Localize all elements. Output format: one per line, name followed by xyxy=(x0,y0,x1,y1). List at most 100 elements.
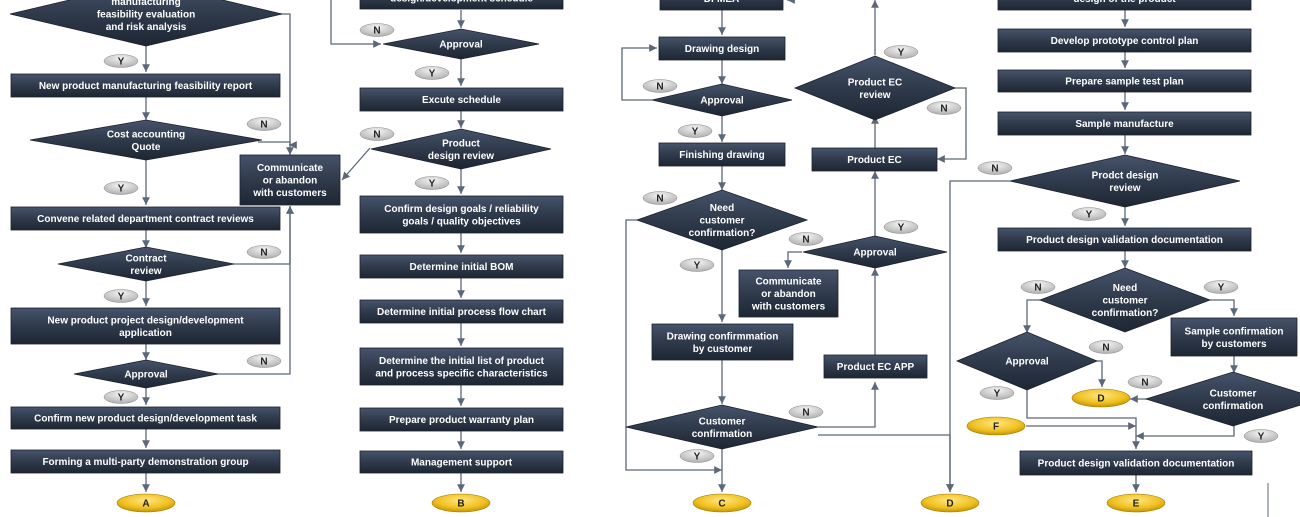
badge-y-c3-1: Y xyxy=(677,124,713,138)
manufacture-box-shape xyxy=(997,111,1252,136)
flow-chart-box-shape xyxy=(359,299,564,324)
badge-n-c2-1-shape xyxy=(359,23,395,37)
approval-diamond-4: Approval xyxy=(802,235,948,269)
badge-n-c3-2-text: N xyxy=(656,194,663,205)
badge-y-c5-1-text: Y xyxy=(1086,210,1093,221)
approval-diamond-3-shape xyxy=(651,83,793,117)
badge-y-c4-1-text: Y xyxy=(898,48,905,59)
badge-y-c1-3-text: Y xyxy=(118,292,125,303)
ec-app-box-text: Product EC APP xyxy=(837,362,915,373)
contract-reviews-box: Convene related department contract revi… xyxy=(10,206,281,231)
c5-l7 xyxy=(1023,299,1042,333)
badge-n-c5-4: N xyxy=(1127,375,1163,389)
communicate-box-2-text: with customers xyxy=(751,302,826,313)
badge-y-c1-4: Y xyxy=(103,390,139,404)
contract-review-diamond-text: review xyxy=(130,266,161,277)
validation-doc-box-2: Product design validation documentation xyxy=(1019,450,1253,476)
badge-n-c3-2: N xyxy=(642,191,678,205)
badge-n-c5-2-text: N xyxy=(1034,283,1041,294)
badge-n-c5-1: N xyxy=(977,161,1013,175)
end-b: B xyxy=(431,493,491,513)
c4-n2 xyxy=(818,434,954,492)
design-top-box: design of the product xyxy=(997,0,1252,11)
c4-n1 xyxy=(937,87,967,163)
ec-review-diamond-text: Product EC xyxy=(848,77,902,88)
badge-y-c1-4-text: Y xyxy=(118,393,125,404)
badge-y-c5-2-text: Y xyxy=(1218,283,1225,294)
ec-box: Product EC xyxy=(811,147,938,172)
warranty-box: Prepare product warranty plan xyxy=(359,407,564,432)
customer-confirm-diamond-5-shape xyxy=(1144,371,1300,427)
approval-diamond-2-text: Approval xyxy=(439,40,483,51)
badge-n-c5-3-shape xyxy=(1088,340,1124,354)
approval-diamond-1: Approval xyxy=(73,359,219,389)
c1-n4 xyxy=(216,206,294,375)
c1-n2 xyxy=(258,141,294,155)
validation-doc-box-1: Product design validation documentation xyxy=(997,227,1252,252)
badge-y-c2-2: Y xyxy=(414,176,450,190)
communicate-box-1-text: Communicate xyxy=(257,163,324,174)
manufacture-box: Sample manufacture xyxy=(997,111,1252,136)
drawing-design-box-text: Drawing design xyxy=(685,44,759,55)
project-app-box-text: application xyxy=(119,328,172,339)
approval-diamond-4-text: Approval xyxy=(853,248,897,259)
badge-y-c3-1-text: Y xyxy=(692,127,699,138)
badge-y-c5-4-shape xyxy=(1243,429,1279,443)
badge-n-c2-1: N xyxy=(359,23,395,37)
badge-n-c1-2-text: N xyxy=(260,248,267,259)
ec-review-diamond-text: review xyxy=(859,90,890,101)
approval-diamond-2: Approval xyxy=(382,28,540,60)
test-plan-box-text: Prepare sample test plan xyxy=(1065,77,1183,88)
sample-confirm-box-text: Sample confirmation xyxy=(1185,326,1284,337)
design-review-diamond-5-shape xyxy=(1009,154,1241,208)
confirm-goals-box-text: goals / quality objectives xyxy=(402,216,521,227)
badge-y-c5-1: Y xyxy=(1071,207,1107,221)
characteristics-box-shape xyxy=(359,347,564,386)
connector-d-shape xyxy=(1071,388,1131,408)
support-box-shape xyxy=(359,450,564,474)
badge-n-c1-2: N xyxy=(246,245,282,259)
demo-group-box-text: Forming a multi-party demonstration grou… xyxy=(42,457,248,468)
need-confirm-diamond-3-text: Need xyxy=(710,203,734,214)
connector-lines xyxy=(142,0,1238,492)
design-review-diamond-5-text: Prodct design xyxy=(1092,170,1159,181)
cost-quote-diamond-shape xyxy=(29,119,263,161)
badge-y-c4-2-text: Y xyxy=(898,223,905,234)
need-confirm-diamond-3-text: confirmation? xyxy=(689,228,756,239)
feasibility-report-box: New product manufacturing feasibility re… xyxy=(10,73,281,98)
communicate-box-1-text: with customers xyxy=(252,188,327,199)
badge-n-c1-2-shape xyxy=(246,245,282,259)
badge-y-c4-2-shape xyxy=(883,220,919,234)
badge-y-c5-4-text: Y xyxy=(1258,432,1265,443)
project-app-box-shape xyxy=(10,307,281,345)
badge-y-c4-2: Y xyxy=(883,220,919,234)
design-review-diamond-2-text: design review xyxy=(428,151,494,162)
customer-confirm-diamond-5-text: Customer xyxy=(1210,388,1257,399)
customer-confirm-diamond-3-shape xyxy=(625,404,819,450)
badge-y-c5-2-shape xyxy=(1203,280,1239,294)
need-confirm-diamond-5-text: Need xyxy=(1113,283,1137,294)
badge-n-c3-1-shape xyxy=(642,79,678,93)
design-review-diamond-2-text: Product xyxy=(442,138,480,149)
execute-box-shape xyxy=(359,87,564,112)
connector-f-shape xyxy=(966,416,1026,436)
badge-n-c3-1-text: N xyxy=(656,82,663,93)
cost-quote-diamond-text: Cost accounting xyxy=(107,129,185,140)
badge-y-c1-1-shape xyxy=(103,54,139,68)
approval-diamond-1-shape xyxy=(73,359,219,389)
c3-n1 xyxy=(621,44,657,101)
badge-n-c5-2: N xyxy=(1020,280,1056,294)
sample-confirm-box-text: by customers xyxy=(1201,339,1266,350)
approval-diamond-4-shape xyxy=(802,235,948,269)
approval-diamond-3: Approval xyxy=(651,83,793,117)
badge-y-c1-2-shape xyxy=(103,181,139,195)
project-app-box-text: New product project design/development xyxy=(47,315,244,326)
badge-y-c5-2: Y xyxy=(1203,280,1239,294)
badge-n-c4-1-shape xyxy=(926,101,962,115)
end-a: A xyxy=(116,493,176,513)
feasibility-diamond-text: feasibility evaluation xyxy=(97,10,195,21)
badge-n-c5-3-text: N xyxy=(1102,343,1109,354)
